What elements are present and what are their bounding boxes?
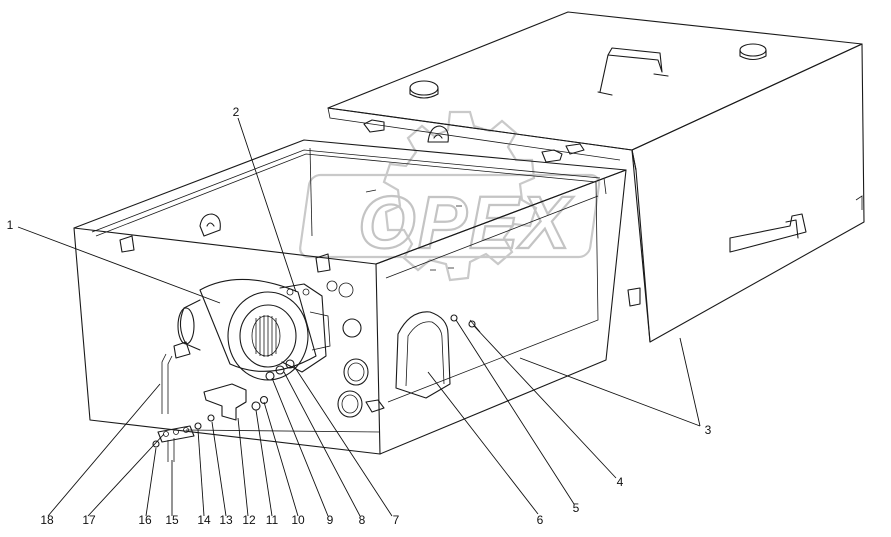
port-icon — [337, 390, 363, 418]
callout-8: 8 — [359, 513, 366, 527]
port-icon — [343, 358, 369, 386]
box-tab-icon — [315, 253, 331, 273]
callout-4: 4 — [617, 475, 624, 489]
callout-12: 12 — [242, 513, 256, 527]
lid — [327, 11, 865, 343]
arched-duct — [395, 311, 451, 399]
lid-latch-icon — [363, 119, 385, 133]
box-tab-icon — [199, 213, 221, 237]
blower-fan — [161, 278, 331, 414]
callout-10: 10 — [291, 513, 305, 527]
watermark-gear-icon — [382, 110, 538, 282]
lid-latch-icon — [541, 149, 563, 163]
lid-knob-icon — [409, 80, 439, 99]
box-clip-icon — [365, 399, 385, 413]
callout-16: 16 — [138, 513, 152, 527]
callout-2: 2 — [233, 105, 240, 119]
lid-knob-icon — [739, 43, 767, 61]
bracket — [203, 383, 269, 422]
callout-5: 5 — [573, 501, 580, 515]
washer-icon — [194, 422, 202, 430]
washer-icon — [251, 401, 261, 411]
box-tab-icon — [119, 235, 135, 253]
lid-hinge-icon — [427, 125, 449, 143]
fastener-4-icon — [468, 320, 476, 328]
callout-13: 13 — [219, 513, 233, 527]
callout-14: 14 — [197, 513, 211, 527]
watermark-text: OPEX — [358, 181, 574, 264]
callout-1: 1 — [7, 218, 14, 232]
watermark: OPEX — [299, 110, 601, 282]
washer-icon — [207, 414, 215, 422]
callout-3: 3 — [705, 423, 712, 437]
nut-icon — [285, 359, 295, 369]
fastener-5-icon — [450, 314, 458, 322]
washer-icon — [152, 440, 160, 448]
lid-latch-icon — [565, 143, 585, 155]
callout-labels: 1 2 3 4 5 6 7 8 9 10 11 12 13 14 15 16 1… — [7, 105, 712, 527]
box-body — [73, 139, 627, 455]
terminal-block — [152, 422, 381, 462]
callout-11: 11 — [266, 513, 279, 527]
callout-18: 18 — [40, 513, 54, 527]
nut-icon — [275, 365, 285, 375]
nut-icon — [265, 371, 275, 381]
callout-6: 6 — [537, 513, 544, 527]
lid-top-handle — [597, 47, 669, 96]
lid-end-handle — [729, 213, 807, 253]
callout-9: 9 — [327, 513, 334, 527]
callout-17: 17 — [82, 513, 96, 527]
leader-lines — [17, 117, 701, 517]
callout-7: 7 — [393, 513, 400, 527]
watermark-banner — [299, 173, 601, 259]
callout-15: 15 — [165, 513, 179, 527]
mounting-flange — [279, 283, 327, 373]
